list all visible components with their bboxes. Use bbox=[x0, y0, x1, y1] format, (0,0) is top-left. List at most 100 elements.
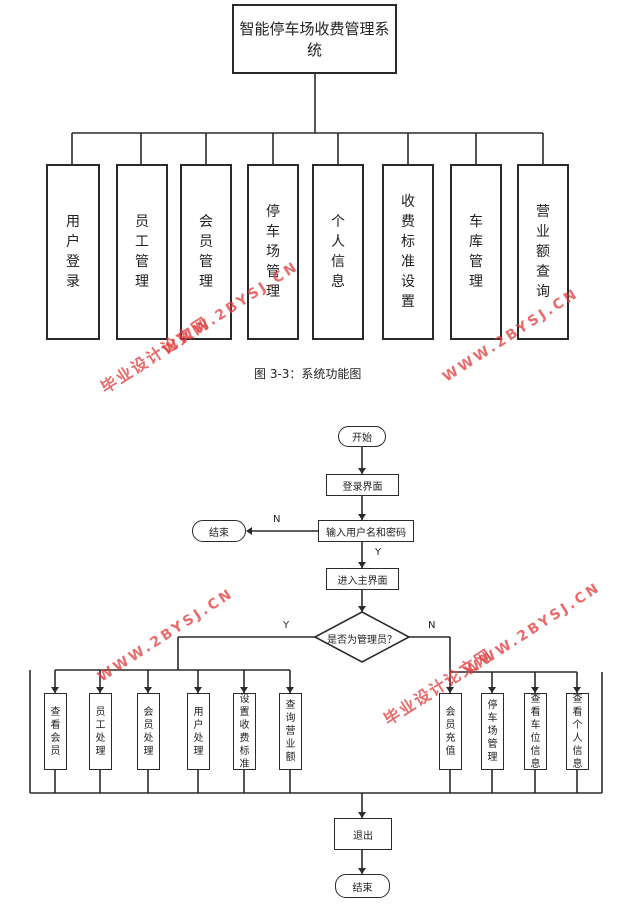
flow-char: 理 bbox=[143, 745, 154, 757]
figure-caption: 图 3-3：系统功能图 bbox=[254, 367, 362, 381]
flow-char: 设 bbox=[239, 693, 250, 705]
flow-view-personal-info: 查看个人信息 bbox=[566, 693, 589, 770]
module-char: 员 bbox=[135, 214, 149, 230]
flow-char: 个 bbox=[572, 719, 583, 731]
flow-input-credentials: 输入用户名和密码 bbox=[318, 520, 414, 542]
flow-char: 理 bbox=[193, 745, 204, 757]
flow-end-bottom-label: 结束 bbox=[352, 882, 373, 894]
no-label-admin: N bbox=[428, 620, 436, 631]
flow-char: 看 bbox=[50, 719, 61, 731]
flow-char: 看 bbox=[530, 706, 541, 718]
flow-char: 户 bbox=[193, 719, 204, 731]
flow-main-label: 进入主界面 bbox=[337, 575, 388, 587]
module-char: 录 bbox=[66, 274, 80, 290]
flow-char: 会 bbox=[143, 706, 154, 718]
flow-end-left-label: 结束 bbox=[209, 527, 229, 539]
flow-staff-processing: 员工处理 bbox=[89, 693, 112, 770]
flow-char: 信 bbox=[530, 745, 541, 757]
flow-char: 标 bbox=[239, 745, 250, 757]
flow-char: 处 bbox=[193, 732, 204, 744]
flow-char: 业 bbox=[285, 739, 296, 750]
flow-char: 人 bbox=[572, 732, 583, 744]
flow-char: 信 bbox=[572, 745, 583, 757]
flow-char: 额 bbox=[285, 752, 296, 763]
flow-input-label: 输入用户名和密码 bbox=[326, 527, 406, 539]
module-char: 用 bbox=[66, 214, 80, 230]
module-char: 营 bbox=[536, 204, 550, 220]
flow-char: 充 bbox=[445, 732, 456, 744]
module-fee-standard-setting: 收费标准设置 bbox=[382, 164, 434, 340]
module-char: 管 bbox=[469, 254, 483, 270]
flow-view-space-info: 查看车位信息 bbox=[524, 693, 547, 770]
flow-char: 准 bbox=[239, 758, 250, 770]
flow-start: 开始 bbox=[338, 426, 386, 447]
system-root-node: 智能停车场收费管理系统 bbox=[232, 4, 397, 74]
flow-view-members: 查看会员 bbox=[44, 693, 67, 770]
flow-decision-admin: 是否为管理员？ bbox=[327, 635, 397, 646]
flow-char: 理 bbox=[95, 745, 106, 757]
flow-char: 看 bbox=[572, 706, 583, 718]
flow-char: 收 bbox=[239, 719, 250, 731]
flow-char: 员 bbox=[445, 719, 456, 731]
flow-char: 位 bbox=[530, 732, 541, 744]
flow-char: 车 bbox=[530, 719, 541, 731]
module-garage-management: 车库管理 bbox=[450, 164, 502, 340]
module-char: 登 bbox=[66, 254, 80, 270]
module-char: 息 bbox=[331, 274, 345, 290]
system-root-label: 智能停车场收费管理系统 bbox=[239, 20, 390, 59]
module-char: 理 bbox=[135, 274, 149, 290]
flow-char: 处 bbox=[143, 732, 154, 744]
flow-parking-management: 停车场管理 bbox=[481, 693, 504, 770]
module-char: 收 bbox=[401, 194, 415, 210]
module-char: 信 bbox=[331, 254, 345, 270]
flow-end-bottom: 结束 bbox=[335, 874, 390, 898]
module-member-management: 会员管理 bbox=[180, 164, 232, 340]
module-char: 场 bbox=[266, 244, 280, 260]
flow-set-fee-standard: 设置收费标准 bbox=[233, 693, 256, 770]
module-char: 费 bbox=[401, 214, 415, 230]
module-char: 置 bbox=[401, 294, 415, 310]
flow-char: 场 bbox=[487, 726, 498, 737]
module-char: 业 bbox=[536, 224, 550, 240]
flow-char: 停 bbox=[487, 700, 498, 711]
flow-char: 查 bbox=[285, 700, 296, 711]
module-user-login: 用户登录 bbox=[46, 164, 100, 340]
module-staff-management: 员工管理 bbox=[116, 164, 168, 340]
module-char: 额 bbox=[536, 244, 550, 260]
flow-user-processing: 用户处理 bbox=[187, 693, 210, 770]
flow-char: 处 bbox=[95, 732, 106, 744]
module-char: 会 bbox=[199, 214, 213, 230]
flow-char: 理 bbox=[487, 752, 498, 763]
flow-char: 管 bbox=[487, 739, 498, 750]
no-label-login: N bbox=[273, 514, 281, 525]
module-char: 理 bbox=[266, 284, 280, 300]
flow-char: 息 bbox=[572, 758, 583, 770]
flow-char: 查 bbox=[572, 693, 583, 705]
flow-char: 会 bbox=[445, 706, 456, 718]
flow-char: 息 bbox=[530, 758, 541, 770]
module-revenue-query: 营业额查询 bbox=[517, 164, 569, 340]
module-char: 查 bbox=[536, 264, 550, 280]
module-char: 管 bbox=[135, 254, 149, 270]
flow-query-revenue: 查询营业额 bbox=[279, 693, 302, 770]
flow-char: 员 bbox=[50, 745, 61, 757]
module-char: 车 bbox=[266, 224, 280, 240]
flow-login-screen: 登录界面 bbox=[326, 474, 399, 496]
flow-exit-label: 退出 bbox=[353, 830, 373, 842]
module-char: 员 bbox=[199, 234, 213, 250]
flow-char: 询 bbox=[285, 713, 296, 724]
yes-label-login: Y bbox=[375, 547, 382, 558]
flow-exit: 退出 bbox=[334, 818, 392, 850]
flow-char: 工 bbox=[95, 719, 106, 731]
flow-char: 查 bbox=[530, 693, 541, 705]
module-char: 理 bbox=[469, 274, 483, 290]
flow-char: 查 bbox=[50, 706, 61, 718]
module-char: 人 bbox=[331, 234, 345, 250]
module-char: 设 bbox=[401, 274, 415, 290]
flow-end-left: 结束 bbox=[192, 520, 246, 542]
module-char: 库 bbox=[469, 234, 483, 250]
module-char: 准 bbox=[401, 254, 415, 270]
module-char: 管 bbox=[266, 264, 280, 280]
flow-char: 费 bbox=[239, 732, 250, 744]
